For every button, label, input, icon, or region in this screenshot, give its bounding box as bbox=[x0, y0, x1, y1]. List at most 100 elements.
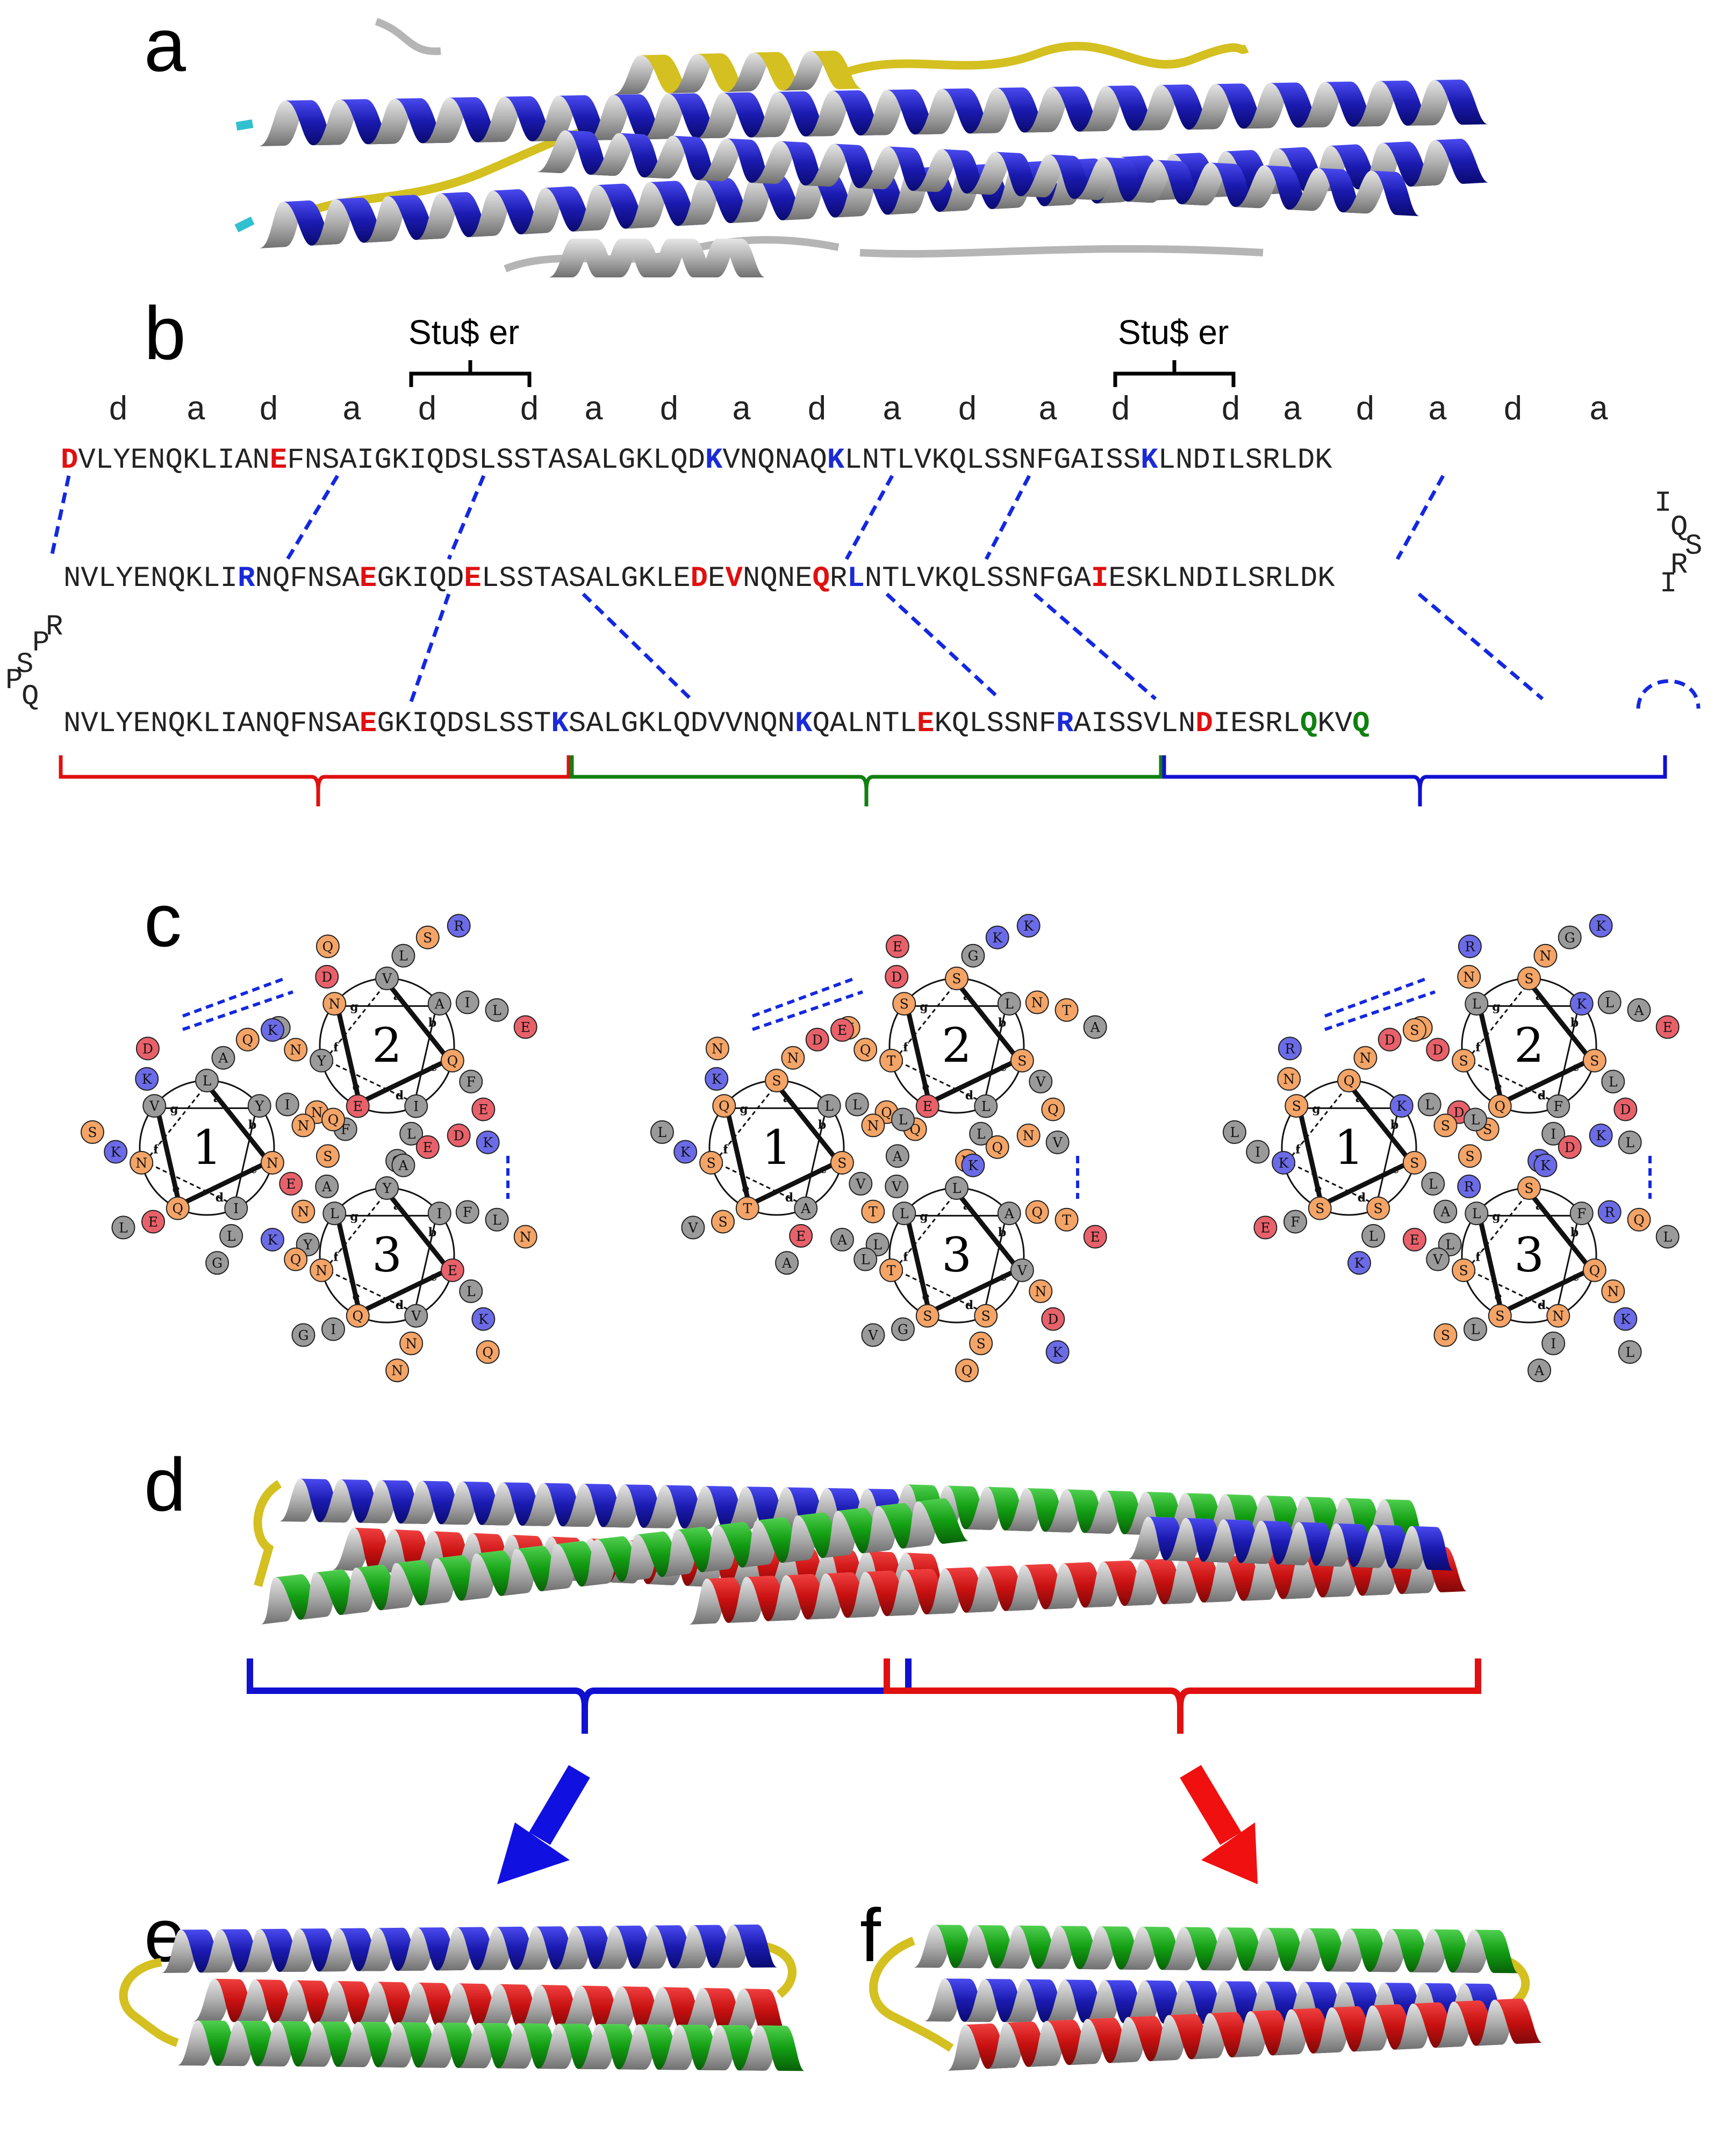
heptad-position-label: c bbox=[1392, 1162, 1399, 1176]
residue-circle bbox=[1618, 1130, 1642, 1154]
cyan-terminus bbox=[235, 119, 254, 131]
heptad-position-label: b bbox=[998, 1226, 1006, 1240]
residue-letter: L bbox=[203, 1073, 212, 1089]
red-bracket bbox=[59, 755, 571, 806]
residue-letter: K bbox=[268, 1232, 278, 1248]
blue-helix bbox=[258, 80, 1488, 146]
residue-circle bbox=[794, 1196, 818, 1220]
residue-letter: L bbox=[977, 1126, 986, 1142]
heptad-position-label: d bbox=[1358, 1191, 1366, 1205]
residue-circle bbox=[891, 1107, 915, 1132]
heptad-position-label: e bbox=[742, 1182, 750, 1196]
residue-circle bbox=[1433, 1199, 1458, 1224]
residue-circle bbox=[805, 1027, 829, 1052]
residue-circle bbox=[1452, 1258, 1476, 1282]
residue-circle bbox=[1083, 1015, 1107, 1039]
residue-circle bbox=[699, 1150, 723, 1175]
heptad-letter: d bbox=[1503, 391, 1523, 430]
residue-circle bbox=[997, 1202, 1021, 1226]
grey-coil bbox=[859, 245, 1264, 258]
residue-circle bbox=[315, 964, 339, 989]
residue-letter: Q bbox=[1633, 1212, 1645, 1228]
loop1-residue: R bbox=[1670, 549, 1688, 582]
heptad-position-label: c bbox=[430, 1060, 437, 1074]
residue-circle bbox=[455, 1200, 479, 1224]
heptad-position-label: g bbox=[1492, 1000, 1500, 1014]
middle-wheel-helix-1: 1abcdefgSLSATSQNLVESKKDQTAVLNNQL bbox=[650, 1016, 927, 1275]
residue-letter: L bbox=[1471, 1112, 1480, 1127]
heptad-position-label: e bbox=[353, 1080, 360, 1094]
residue-circle bbox=[471, 1307, 496, 1331]
residue-letter: L bbox=[1625, 1135, 1634, 1150]
residue-circle bbox=[427, 992, 451, 1016]
residue-letter: L bbox=[861, 1252, 870, 1268]
heptad-letter: d bbox=[108, 391, 128, 430]
heptad-position-label: f bbox=[1295, 1142, 1301, 1156]
residue-circle bbox=[284, 1247, 308, 1271]
residue-circle bbox=[817, 1094, 841, 1118]
residue-letter: D bbox=[1048, 1312, 1058, 1327]
heptad-letter: a bbox=[342, 391, 362, 430]
salt-bridge-line bbox=[409, 593, 451, 703]
residue-letter: S bbox=[837, 1155, 847, 1171]
residue-circle bbox=[375, 967, 399, 990]
salt-bridge-line bbox=[447, 475, 486, 560]
residue-letter: K bbox=[1540, 1158, 1551, 1174]
residue-letter: N bbox=[298, 1118, 310, 1133]
residue-circle bbox=[279, 1171, 303, 1196]
heptad-position-label: f bbox=[153, 1142, 159, 1156]
residue-letter: A bbox=[1090, 1019, 1101, 1035]
residue-circle bbox=[1655, 1015, 1680, 1039]
residue-letter: Q bbox=[322, 939, 334, 954]
residue-circle bbox=[291, 1113, 315, 1138]
residue-circle bbox=[260, 1018, 284, 1042]
residue-letter: E bbox=[286, 1176, 296, 1192]
heptad-position-label: d bbox=[965, 1298, 973, 1312]
sequence-alignment: DVLYENQKLIANEFNSAIGKIQDSLSSTASALGKLQDKVN… bbox=[5, 444, 1702, 740]
residue-circle bbox=[404, 1304, 428, 1328]
residue-circle bbox=[1366, 1196, 1390, 1220]
residue-circle bbox=[1246, 1140, 1270, 1164]
residue-letter: L bbox=[824, 1098, 834, 1114]
residue-letter: V bbox=[891, 1179, 902, 1195]
residue-letter: Q bbox=[1048, 1102, 1059, 1118]
residue-circle bbox=[142, 1094, 167, 1118]
residue-circle bbox=[1029, 1279, 1053, 1303]
heptad-position-label: d bbox=[965, 1089, 973, 1103]
residue-circle bbox=[1582, 1258, 1606, 1282]
residue-circle bbox=[1426, 1247, 1450, 1271]
residue-letter: L bbox=[1663, 1229, 1672, 1245]
residue-circle bbox=[1601, 1279, 1625, 1303]
residue-letter: K bbox=[1620, 1312, 1631, 1327]
salt-bridge-line bbox=[285, 475, 340, 560]
residue-circle bbox=[291, 1323, 315, 1347]
residue-letter: N bbox=[712, 1041, 723, 1056]
residue-circle bbox=[1582, 1048, 1606, 1072]
residue-letter: I bbox=[331, 1321, 336, 1337]
residue-circle bbox=[130, 1150, 154, 1175]
heptad-position-label: b bbox=[1390, 1118, 1398, 1132]
heptad-position-label: b bbox=[818, 1118, 826, 1132]
blue-helix bbox=[161, 1924, 778, 1973]
heptad-position-label: g bbox=[1312, 1102, 1320, 1116]
residue-letter: N bbox=[311, 1105, 323, 1120]
heptad-position-label: g bbox=[350, 1210, 358, 1224]
residue-letter: S bbox=[981, 1308, 991, 1324]
residue-letter: K bbox=[478, 1312, 489, 1327]
salt-bridge-line bbox=[885, 592, 1001, 700]
residue-letter: Y bbox=[303, 1237, 312, 1253]
residue-letter: K bbox=[1052, 1345, 1063, 1360]
heptad-position-label: g bbox=[920, 1000, 928, 1014]
residue-circle bbox=[166, 1196, 190, 1220]
residue-circle bbox=[945, 1176, 969, 1200]
residue-letter: L bbox=[1472, 996, 1481, 1012]
residue-letter: S bbox=[707, 1155, 716, 1171]
residue-letter: S bbox=[1459, 1053, 1468, 1069]
residue-circle bbox=[310, 1258, 334, 1282]
heptad-position-label: e bbox=[353, 1290, 360, 1304]
residue-circle bbox=[1054, 1207, 1079, 1232]
heptad-position-label: e bbox=[922, 1290, 930, 1304]
residue-letter: S bbox=[323, 1148, 332, 1164]
residue-circle bbox=[447, 913, 471, 938]
residue-circle bbox=[650, 1120, 674, 1144]
